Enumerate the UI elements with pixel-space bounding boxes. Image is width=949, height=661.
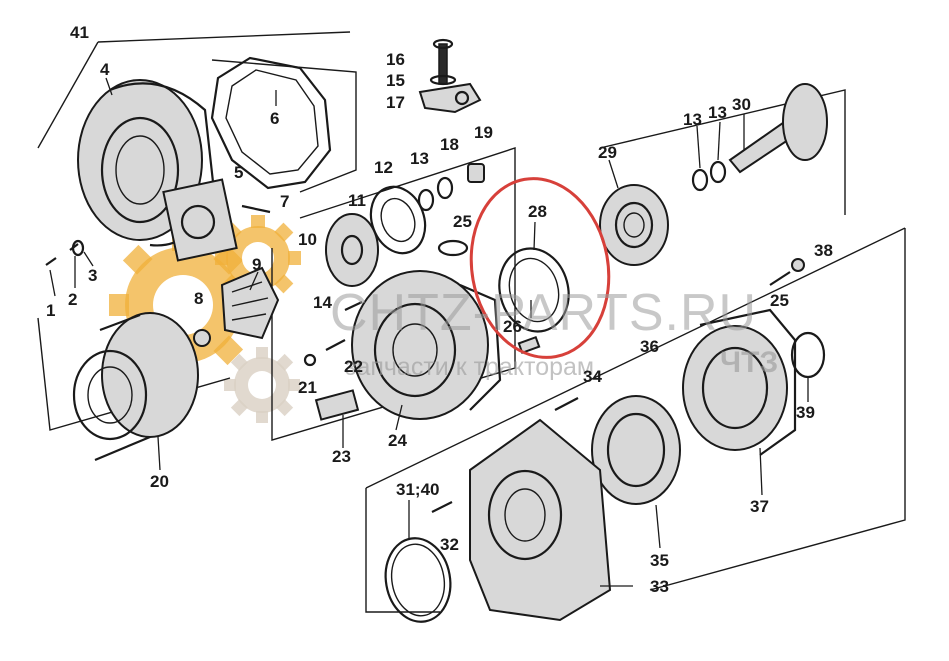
part-13-18-19-small-rings — [417, 163, 485, 212]
part-28-shim — [498, 247, 570, 333]
highlight-circle-part-28 — [469, 177, 611, 359]
callout-25-a: 25 — [453, 212, 472, 231]
callout-36: 36 — [640, 337, 659, 356]
callout-22: 22 — [344, 357, 363, 376]
callout-23: 23 — [332, 447, 351, 466]
callout-12: 12 — [374, 158, 393, 177]
callout-3: 3 — [88, 266, 97, 285]
part-16-17-bracket — [418, 38, 482, 114]
callout-28: 28 — [528, 202, 547, 221]
part-35-disc — [591, 395, 681, 505]
callout-17: 17 — [386, 93, 405, 112]
callout-8: 8 — [194, 289, 203, 308]
small-fasteners — [45, 204, 805, 513]
part-24-transfer-housing — [351, 270, 502, 420]
callout-labels: 41 4 6 16 15 17 13 18 19 12 13 13 30 29 … — [46, 23, 833, 596]
callout-13-a: 13 — [410, 149, 429, 168]
callout-37: 37 — [750, 497, 769, 516]
watermark-brand: ЧТЗ — [720, 346, 778, 379]
callout-9: 9 — [252, 255, 261, 274]
callout-21: 21 — [298, 378, 317, 397]
callout-11: 11 — [348, 191, 366, 210]
callout-4: 4 — [100, 60, 110, 79]
part-39-ring — [790, 331, 826, 379]
callout-35: 35 — [650, 551, 669, 570]
callout-18: 18 — [440, 135, 459, 154]
callout-14: 14 — [313, 293, 332, 312]
part-33-lower-housing — [469, 418, 612, 622]
callout-41: 41 — [70, 23, 89, 42]
callout-10: 10 — [298, 230, 317, 249]
part-11-flange — [325, 213, 379, 287]
part-31-40-o-ring — [384, 537, 452, 623]
callout-33: 33 — [650, 577, 669, 596]
callout-24: 24 — [388, 431, 407, 450]
callout-7: 7 — [280, 192, 289, 211]
callout-38: 38 — [814, 241, 833, 260]
callout-34: 34 — [583, 367, 602, 386]
part-4-housing — [77, 79, 238, 262]
callout-16: 16 — [386, 50, 405, 69]
callout-19: 19 — [474, 123, 493, 142]
part-6-gasket — [210, 56, 332, 190]
part-9-bevel-gear — [220, 266, 280, 340]
callout-25-b: 25 — [770, 291, 789, 310]
leader-lines — [49, 77, 809, 587]
watermark-gear-small-grey — [224, 347, 300, 423]
callout-13-b: 13 — [683, 110, 702, 129]
callout-31-40: 31;40 — [396, 480, 439, 499]
watermark-site-name: CHTZ-PARTS.RU — [330, 284, 757, 342]
watermark-tagline: запчасти к тракторам — [345, 353, 594, 381]
callout-13-c: 13 — [708, 103, 727, 122]
part-37-drum-housing — [682, 308, 797, 456]
callout-30: 30 — [732, 95, 751, 114]
callout-39: 39 — [796, 403, 815, 422]
callout-5: 5 — [234, 163, 243, 182]
callout-26: 26 — [503, 317, 522, 336]
callout-32: 32 — [440, 535, 459, 554]
callout-1: 1 — [46, 301, 55, 320]
assembly-frames — [37, 31, 906, 613]
part-20-output-flange — [72, 312, 199, 462]
callout-29: 29 — [598, 143, 617, 162]
part-29-bearing — [599, 184, 669, 266]
callout-6: 6 — [270, 109, 279, 128]
callout-20: 20 — [150, 472, 169, 491]
callout-2: 2 — [68, 290, 77, 309]
callout-15: 15 — [386, 71, 405, 90]
part-30-shaft — [691, 83, 828, 192]
